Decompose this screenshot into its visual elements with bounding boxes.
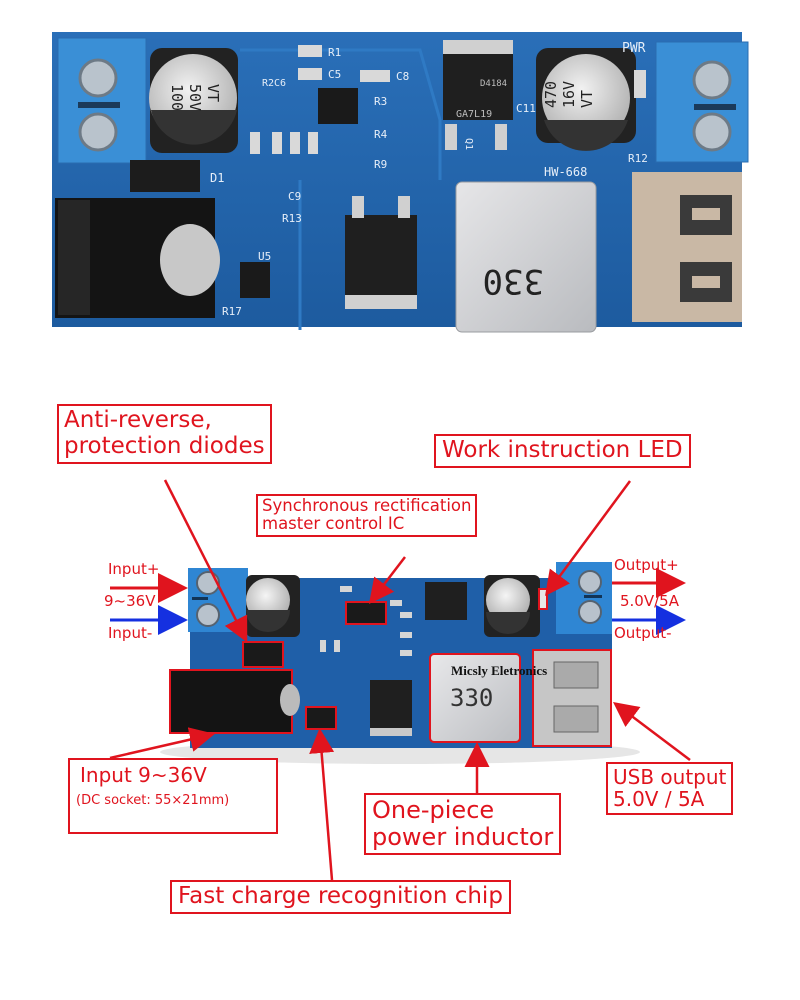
callout-input-dc-line2: (DC socket: 55×21mm) [76,793,230,809]
input-terminal-block [57,37,147,164]
callout-anti-reverse-line1: Anti-reverse, [64,407,212,433]
callout-input-dc: Input 9~36V (DC socket: 55×21mm) [68,758,278,834]
diode-d1-annotated [242,641,284,668]
top-product-photo: 100 50V VT D1 R1 C5 C8 R2C6 R3 R4 R9 C9 … [0,0,800,340]
silk-u5: U5 [258,250,271,263]
annotated-board-illustration: 330 [109,479,691,881]
fast-charge-chip-annotated [305,706,337,730]
callout-input-dc-line1: Input 9~36V [80,763,207,787]
silk-c9: C9 [288,190,301,203]
callout-usb-output: USB output 5.0V / 5A [606,762,734,815]
mosfet-upper: D4184 GA7L19 Q1 [443,40,513,150]
mosfet-brand: D4184 [480,79,507,89]
callout-inductor: One-piece power inductor [364,793,562,855]
silk-pwr: PWR [622,41,646,56]
inductor-marking-annotated: 330 [450,684,493,712]
silk-q1: Q1 [463,138,474,150]
callout-sync-ic: Synchronous rectification master control… [256,494,478,537]
d1-label: D1 [210,171,224,185]
mosfet-lower [345,196,417,309]
output-rating-label: 5.0V/5A [620,592,679,610]
callout-fast-charge: Fast charge recognition chip [170,880,511,914]
board-model-label: HW-668 [544,165,587,179]
silk-c11: C11 [516,102,536,115]
sync-ic-annotated [345,601,387,625]
silk-r9: R9 [374,158,387,171]
silk-r4: R4 [374,128,388,141]
leader-input-dc [109,727,215,760]
callout-inductor-line2: power inductor [372,822,554,851]
callout-anti-reverse: Anti-reverse, protection diodes [57,404,272,464]
leader-work-led [545,480,632,597]
watermark-text: Micsly Eletronics [451,663,548,678]
output-minus-label: Output- [614,624,672,642]
usb-port-top [632,172,742,322]
leader-anti-reverse [163,479,248,643]
silk-r12: R12 [628,152,648,165]
output-cap-voltage: 16V [560,81,578,108]
silk-r3: R3 [374,95,387,108]
input-cap-voltage: 50V [186,84,204,111]
output-capacitor-annotated [484,575,540,637]
pwr-led-top [634,70,646,98]
leader-usb [613,701,691,761]
silk-r1: R1 [328,46,341,59]
output-capacitor: 470 16V VT [536,48,636,151]
dc-socket-annotated [169,669,293,734]
output-terminal-block [655,41,749,163]
callout-work-led: Work instruction LED [434,434,691,468]
mosfet-upper-annotated [425,582,467,620]
silk-c8: C8 [396,70,409,83]
silk-r2c6: R2C6 [262,78,286,89]
callout-sync-ic-line1: Synchronous rectification [262,496,472,515]
top-board-illustration: 100 50V VT D1 R1 C5 C8 R2C6 R3 R4 R9 C9 … [52,32,749,333]
sync-ic-top [318,88,358,124]
input-cap-value: 100 [168,84,186,111]
leader-sync-ic [368,556,406,604]
callout-anti-reverse-line2: protection diodes [64,432,265,459]
mosfet-code: GA7L19 [456,109,492,120]
inductor-marking-top: 330 [483,261,544,301]
callout-inductor-line1: One-piece [372,796,495,824]
input-cap-series: VT [204,84,222,102]
input-plus-label: Input+ [108,560,160,578]
output-cap-series: VT [578,90,596,108]
output-plus-label: Output+ [614,556,679,574]
fast-charge-chip-top [240,262,270,298]
output-terminal-block-annotated [556,562,612,634]
silk-r17: R17 [222,305,242,318]
annotated-board-photo: 330 Micsly Eletronics Input+ 9~36V Input… [0,380,800,1000]
output-cap-value: 470 [542,81,560,108]
diode-d1 [130,160,200,192]
callout-usb-output-line1: USB output [613,765,727,789]
leader-fast-charge [309,728,335,881]
callout-fast-charge-line1: Fast charge recognition chip [178,883,503,909]
input-terminal-block-annotated [188,568,248,632]
mosfet-lower-annotated [370,680,412,728]
input-capacitor-annotated [246,575,300,637]
input-minus-label: Input- [108,624,153,642]
silk-r13: R13 [282,212,302,225]
silk-c5: C5 [328,68,341,81]
callout-sync-ic-line2: master control IC [262,514,405,534]
callout-usb-output-line2: 5.0V / 5A [613,787,705,812]
power-inductor-top: 330 [455,181,597,333]
input-capacitor: 100 50V VT [149,48,238,153]
work-led-annotated [538,588,548,610]
callout-work-led-line1: Work instruction LED [442,437,683,463]
input-voltage-label: 9~36V [104,592,156,610]
